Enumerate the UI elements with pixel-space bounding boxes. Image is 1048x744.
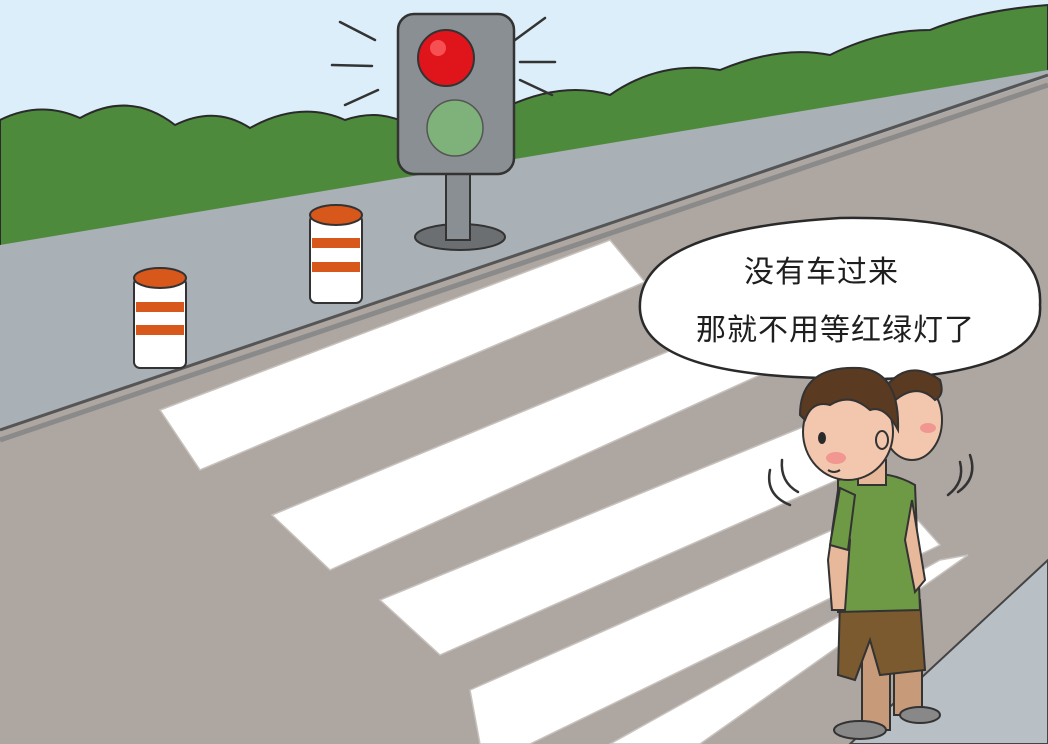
bollard-left bbox=[133, 267, 187, 369]
traffic-light bbox=[330, 12, 557, 251]
speech-line-1: 没有车过来 bbox=[744, 255, 899, 290]
bollard-right bbox=[309, 204, 363, 304]
red-light bbox=[417, 29, 475, 87]
boy bbox=[767, 366, 974, 740]
crosswalk-stripe bbox=[469, 499, 942, 744]
curb-line bbox=[0, 73, 1048, 432]
curb-edge bbox=[0, 82, 1048, 443]
green-light bbox=[426, 99, 484, 157]
speech-bubble bbox=[638, 216, 1042, 400]
speech-line-2: 那就不用等红绿灯了 bbox=[696, 313, 975, 348]
